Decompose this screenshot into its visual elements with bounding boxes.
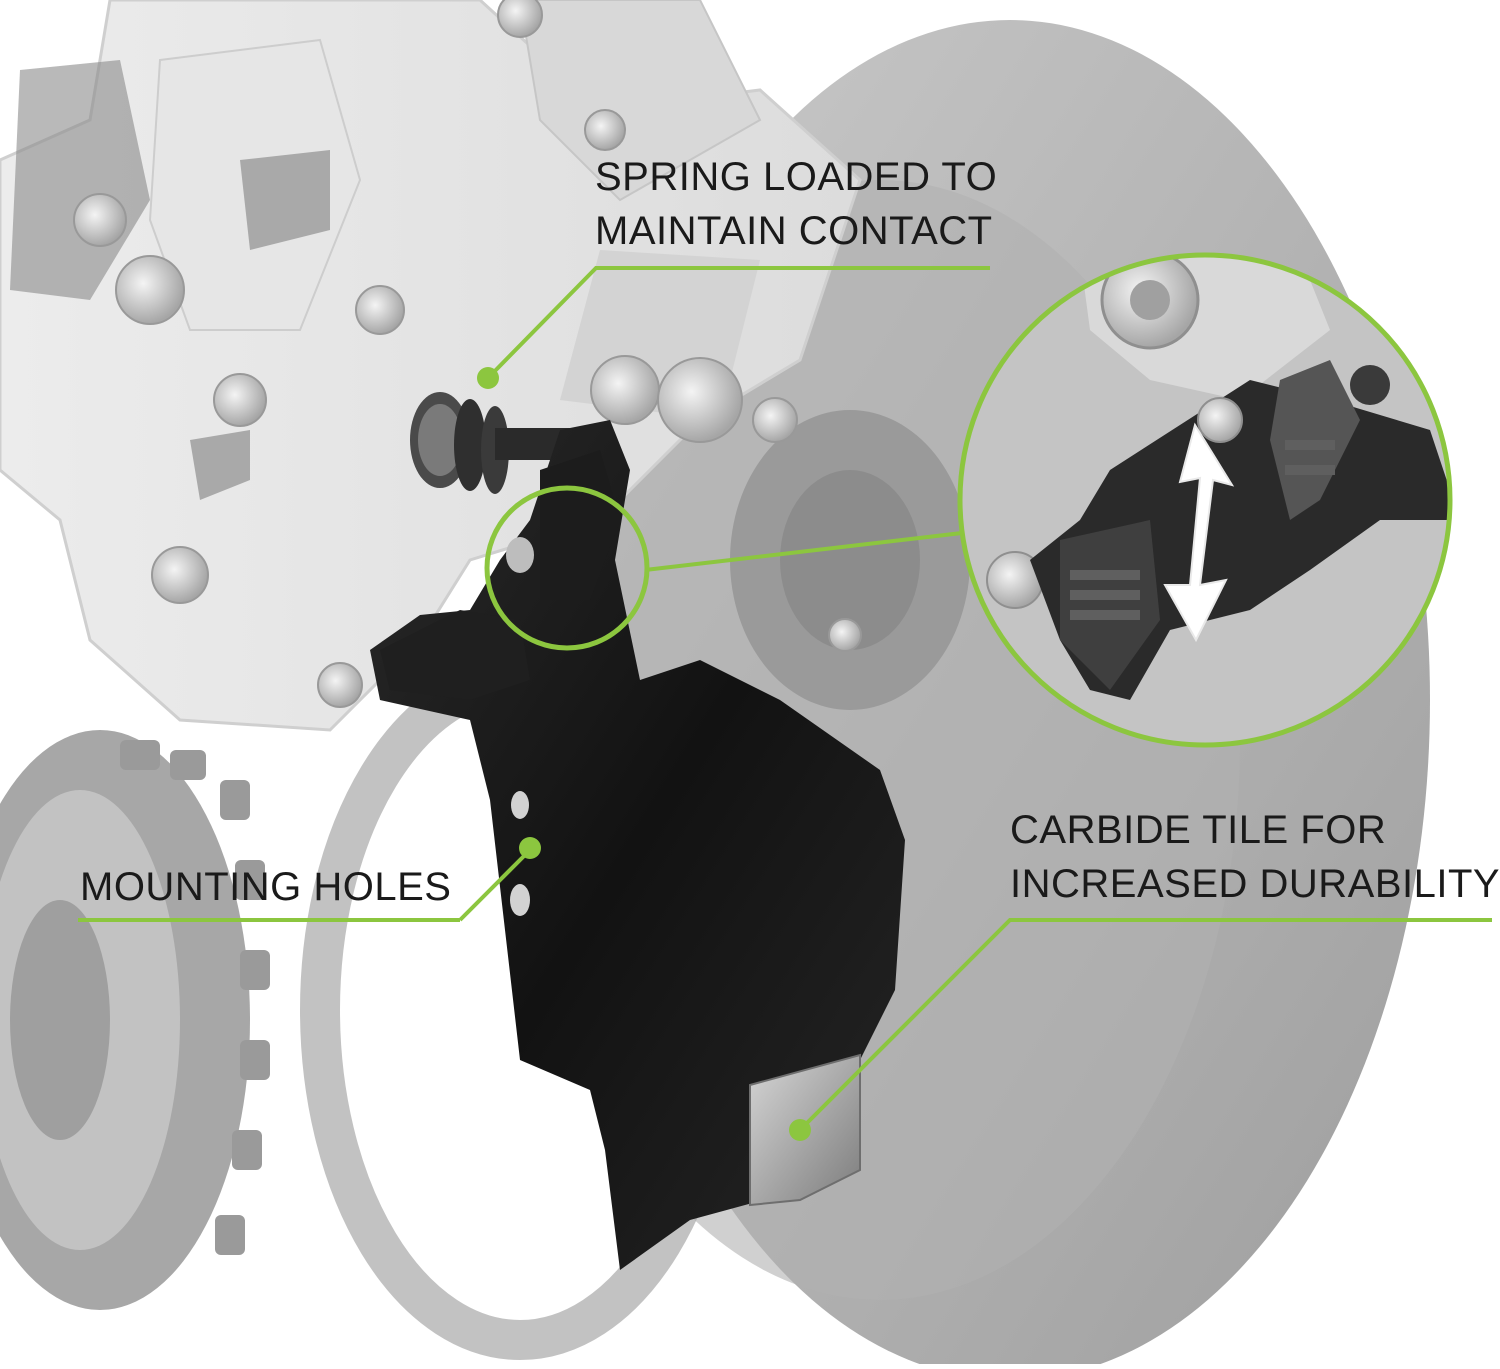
frame-bolts (73, 0, 862, 708)
callout-mounting-holes: MOUNTING HOLES (80, 860, 451, 914)
detail-highlight-circle (484, 485, 650, 651)
callout-spring-line1: SPRING LOADED TO (595, 155, 998, 199)
callout-lines (78, 266, 1492, 1132)
row-unit-frame (0, 0, 862, 732)
detail-zoom-inset (957, 252, 1453, 748)
callout-carbide-line2: INCREASED DURABILITY (1010, 862, 1500, 906)
callout-carbide-line1: CARBIDE TILE FOR (1010, 808, 1387, 852)
callout-spring-line2: MAINTAIN CONTACT (595, 209, 993, 253)
closing-wheel (0, 730, 270, 1310)
callout-carbide-tile: CARBIDE TILE FOR INCREASED DURABILITY (1010, 803, 1500, 911)
double-headed-vertical-arrow-icon (1163, 422, 1235, 643)
callout-mounting-line1: MOUNTING HOLES (80, 865, 452, 909)
callout-dots (477, 367, 811, 1141)
callout-spring-loaded: SPRING LOADED TO MAINTAIN CONTACT (595, 150, 997, 258)
